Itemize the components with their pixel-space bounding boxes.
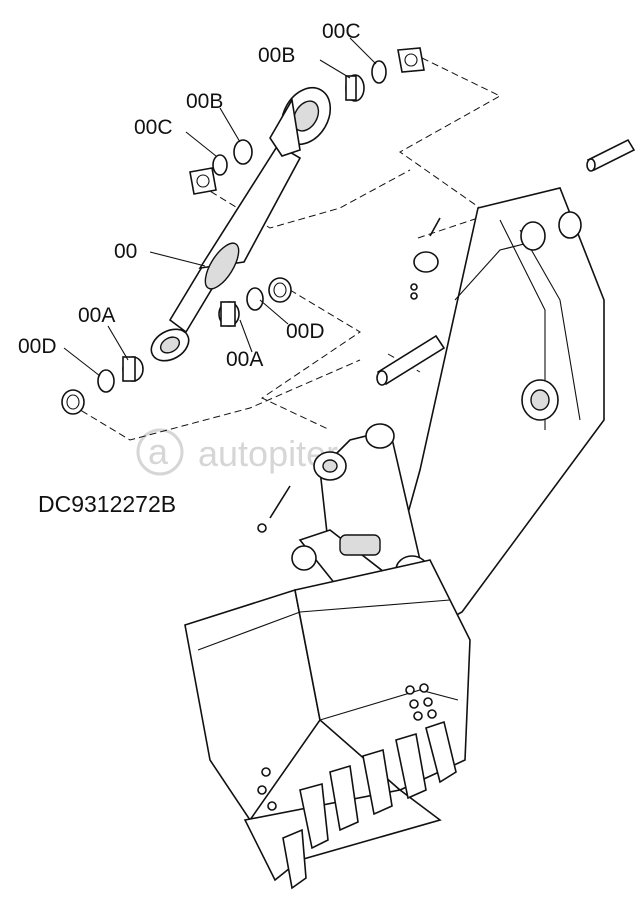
label-00b-top: 00B [258, 44, 295, 67]
watermark-logo-letter: a [148, 431, 169, 472]
bucket-teeth [282, 720, 457, 890]
label-00d-left: 00D [18, 335, 57, 358]
label-00c-top: 00C [322, 20, 361, 43]
part-labels: 00C 00B 00B 00C 00 00A 00D 00A 00D [18, 20, 361, 371]
arm [394, 187, 605, 642]
bucket [184, 559, 471, 890]
upper-pin-parts [189, 47, 425, 195]
bucket-cylinder [150, 86, 332, 362]
label-00b: 00B [186, 90, 223, 113]
label-00c: 00C [134, 116, 173, 139]
label-00d-right: 00D [286, 320, 325, 343]
leader-lines [63, 37, 377, 377]
label-00a-left: 00A [78, 304, 115, 327]
label-00a-right: 00A [226, 348, 263, 371]
lower-pin-parts [61, 277, 292, 415]
label-00: 00 [114, 240, 137, 263]
drawing-code: DC9312272B [38, 491, 176, 517]
pins-and-bolts [257, 138, 635, 533]
watermark-logo-icon [136, 428, 184, 476]
bucket-bolt-pattern [257, 683, 437, 811]
